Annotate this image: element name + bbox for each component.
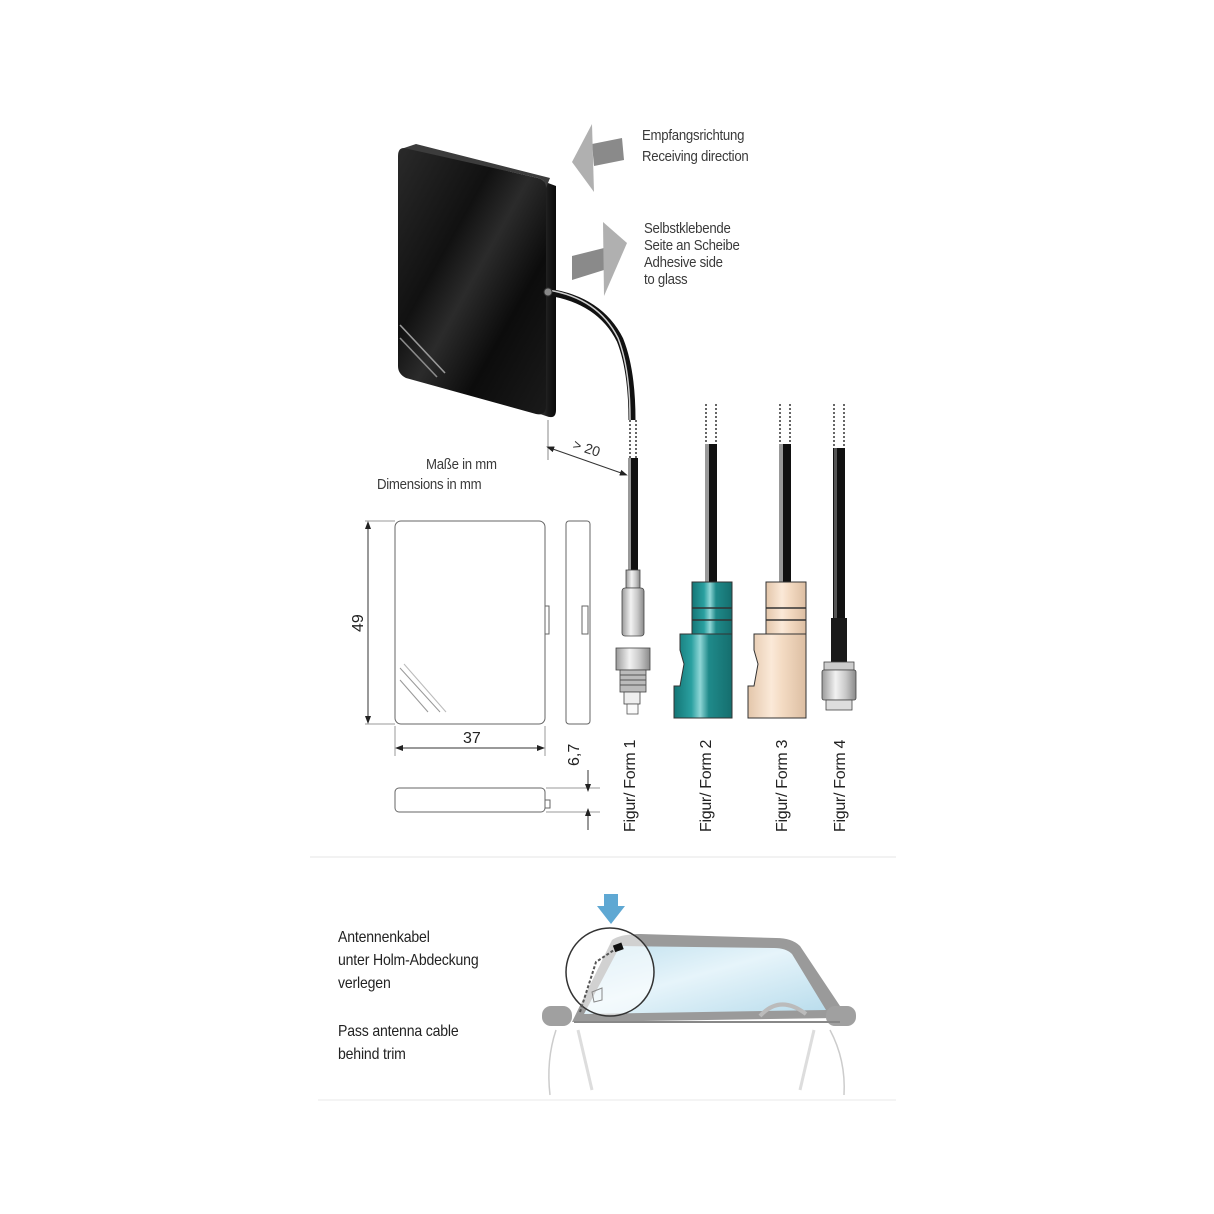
depth-dimension: 6,7 (566, 743, 583, 766)
install-note-de-3: verlegen (338, 975, 391, 992)
install-note-en-2: behind trim (338, 1046, 406, 1063)
dimension-drawing (365, 520, 600, 830)
adhesive-label-de-2: Seite an Scheibe (644, 237, 740, 254)
receiving-direction-label-en: Receiving direction (642, 148, 749, 165)
dimensions-label-en: Dimensions in mm (377, 476, 482, 493)
form-3-connector (747, 404, 807, 719)
adhesive-label-en-1: Adhesive side (644, 254, 723, 271)
receiving-direction-label-de: Empfangsrichtung (642, 127, 745, 144)
form-2-label: Figur/ Form 2 (698, 739, 715, 832)
height-dimension: 49 (350, 614, 367, 632)
adhesive-label-de-1: Selbstklebende (644, 220, 731, 237)
adhesive-label-en-2: to glass (644, 271, 688, 288)
adhesive-side-arrow (572, 222, 627, 296)
form-1-label: Figur/ Form 1 (622, 739, 639, 832)
install-note-de-1: Antennenkabel (338, 929, 430, 946)
form-3-label: Figur/ Form 3 (774, 739, 791, 832)
car-installation-illustration (542, 894, 856, 1096)
install-note-en-1: Pass antenna cable (338, 1023, 459, 1040)
dimensions-label-de: Maße in mm (426, 456, 497, 473)
antenna-illustration (398, 144, 636, 421)
width-dimension: 37 (463, 730, 481, 747)
cable-length-dimension (546, 420, 628, 476)
receiving-direction-arrow (572, 124, 624, 192)
form-4-connector (821, 404, 857, 711)
form-1-connector (615, 420, 651, 715)
form-2-connector (673, 404, 733, 719)
form-4-label: Figur/ Form 4 (832, 739, 849, 832)
install-note-de-2: unter Holm-Abdeckung (338, 952, 479, 969)
